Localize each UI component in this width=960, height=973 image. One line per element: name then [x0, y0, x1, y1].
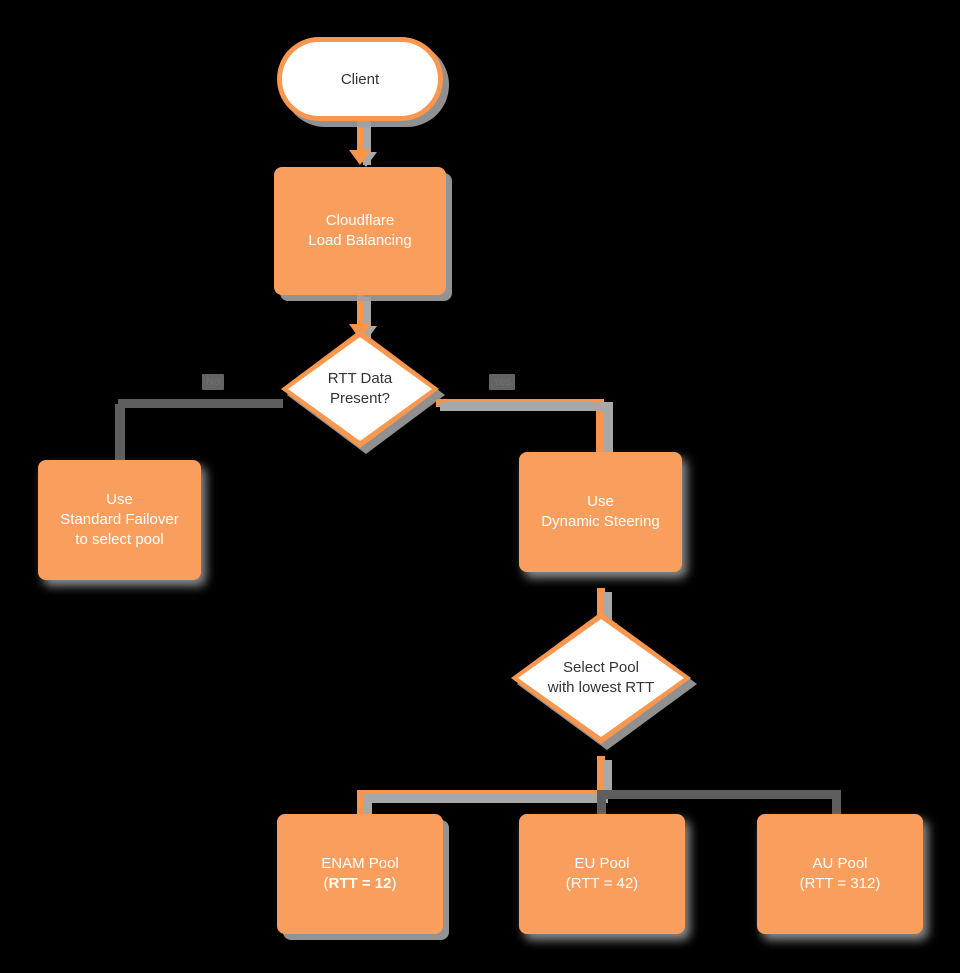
edge-shadow — [363, 297, 371, 341]
node-enam-rtt-value: RTT = 12 — [328, 875, 392, 892]
node-failover-label-line2: Standard Failover — [60, 511, 179, 529]
node-standard-failover[interactable]: Use Standard Failover to select pool — [38, 460, 201, 580]
edge-segment — [597, 588, 605, 628]
edge-shadow-vertical — [604, 402, 613, 482]
node-selectpool-label-line2: with lowest RTT — [547, 679, 655, 696]
node-eu-label-line1: EU Pool — [574, 855, 630, 873]
node-lb-label-line1: Cloudflare — [325, 212, 395, 230]
node-rtt-data-present-label: RTT Data Present? — [281, 330, 439, 448]
arrowhead-down — [349, 150, 371, 165]
edge-segment-vertical — [596, 399, 604, 471]
edge-segment-horizontal — [601, 790, 841, 799]
node-enam-paren-open: ( — [323, 875, 329, 892]
node-eu-label-line2: (RTT = 42) — [565, 875, 639, 892]
edge-segment — [357, 294, 364, 330]
edge-shadow — [604, 592, 612, 638]
node-au-label-line1: AU Pool — [812, 855, 868, 873]
node-lb-label-line2: Load Balancing — [308, 232, 412, 249]
edge-segment-vertical — [115, 404, 125, 480]
node-enam-rtt-line: (RTT = 12) — [321, 874, 399, 894]
node-dynamic-label-line1: Use — [587, 493, 614, 511]
edge-segment-drop — [597, 756, 605, 792]
node-au-pool[interactable]: AU Pool (RTT = 312) — [757, 814, 923, 934]
edge-shadow — [363, 121, 371, 165]
edge-shadow-drop — [604, 760, 612, 798]
node-dynamic-label-line2: Dynamic Steering — [541, 513, 660, 530]
node-enam-pool[interactable]: ENAM Pool (RTT = 12) — [277, 814, 443, 934]
edge-label-yes: Yes — [489, 374, 515, 390]
node-enam-label-line1: ENAM Pool — [321, 855, 399, 873]
node-rttcheck-label-line1: RTT Data — [327, 370, 393, 388]
edge-shadow-horizontal — [363, 794, 608, 803]
node-client-label: Client — [340, 70, 380, 88]
edge-segment-vertical — [357, 790, 365, 828]
edge-segment-vertical — [597, 790, 606, 832]
node-eu-pool[interactable]: EU Pool (RTT = 42) — [519, 814, 685, 934]
edge-segment-vertical — [832, 790, 841, 832]
node-rtt-data-present[interactable]: RTT Data Present? — [281, 330, 445, 454]
edge-segment-horizontal — [118, 399, 283, 408]
node-select-pool-lowest-rtt[interactable]: Select Pool with lowest RTT — [511, 612, 697, 750]
node-failover-label-line1: Use — [106, 491, 133, 509]
node-dynamic-steering[interactable]: Use Dynamic Steering — [519, 452, 682, 572]
node-cloudflare-load-balancing[interactable]: Cloudflare Load Balancing — [274, 167, 446, 295]
edge-shadow-horizontal — [440, 402, 612, 411]
node-au-label-line2: (RTT = 312) — [799, 875, 881, 892]
node-client[interactable]: Client — [277, 37, 443, 121]
edge-label-no: No — [202, 374, 225, 390]
node-failover-label-line3: to select pool — [75, 530, 164, 548]
node-select-pool-label: Select Pool with lowest RTT — [511, 612, 691, 744]
node-enam-paren-close: ) — [391, 875, 397, 892]
node-rttcheck-label-line2: Present? — [329, 390, 391, 407]
edge-segment — [357, 118, 364, 156]
node-selectpool-label-line1: Select Pool — [563, 659, 639, 677]
